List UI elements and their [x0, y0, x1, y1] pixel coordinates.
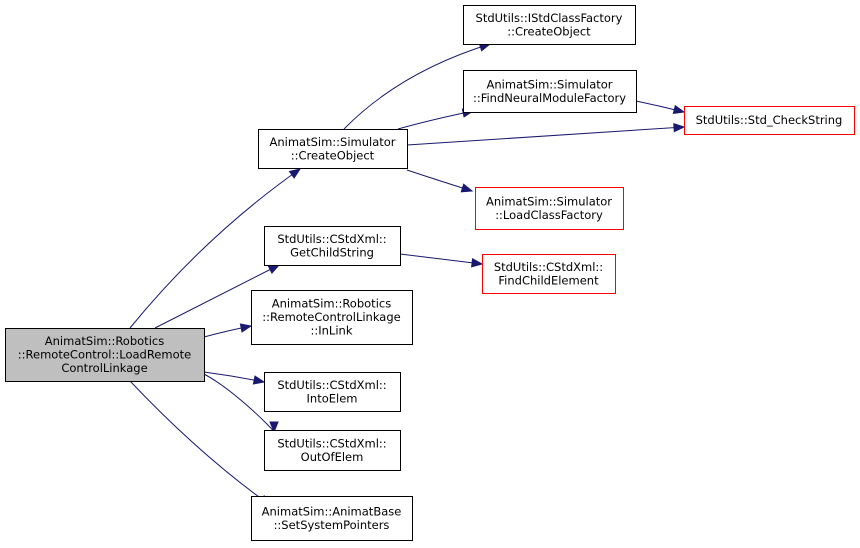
node-label-line: FindChildElement [498, 273, 599, 287]
node-std-checkstring[interactable]: StdUtils::Std_CheckString [684, 106, 855, 135]
node-label-line: AnimatSim::AnimatBase [262, 504, 402, 518]
node-box [463, 5, 636, 45]
edge-line [397, 110, 474, 130]
node-findneuralmodulefactory[interactable]: AnimatSim::Simulator::FindNeuralModuleFa… [463, 70, 637, 113]
arrowhead-icon [269, 421, 279, 434]
edge-simulator_createobject-to-std_checkstring [406, 122, 686, 146]
node-box [264, 430, 401, 471]
node-box [463, 70, 637, 113]
arrowhead-icon [239, 323, 253, 333]
node-box [264, 226, 401, 266]
node-label-line: AnimatSim::Robotics [45, 334, 164, 348]
node-label-line: ::RemoteControl::LoadRemote [18, 348, 191, 362]
node-label-line: AnimatSim::Simulator [486, 194, 612, 208]
node-label-line: AnimatSim::Robotics [272, 297, 391, 311]
node-setsystempointers[interactable]: AnimatSim::AnimatBase::SetSystemPointers [251, 496, 413, 541]
node-label-line: StdUtils::CStdXml:: [277, 378, 386, 392]
node-outofelem[interactable]: StdUtils::CStdXml::OutOfElem [264, 430, 401, 471]
node-box [5, 328, 205, 382]
node-label-line: StdUtils::Std_CheckString [696, 113, 843, 127]
node-label-line: ::CreateObject [291, 148, 375, 162]
node-simulator-createobject[interactable]: AnimatSim::Simulator::CreateObject [258, 129, 408, 169]
node-getchildstring[interactable]: StdUtils::CStdXml::GetChildString [264, 226, 401, 266]
node-label-line: ControlLinkage [61, 361, 147, 375]
edge-getchildstring-to-findchildelement [399, 253, 484, 268]
node-label-line: ::FindNeuralModuleFactory [473, 91, 626, 105]
edge-root-to-setsystempointers [129, 380, 272, 506]
arrowhead-icon [288, 168, 302, 179]
node-label-line: ::SetSystemPointers [274, 518, 390, 532]
arrowhead-icon [673, 122, 686, 133]
node-box [264, 372, 401, 412]
arrowhead-icon [267, 264, 281, 274]
node-intoelem[interactable]: StdUtils::CStdXml::IntoElem [264, 372, 401, 412]
node-loadclassfactory[interactable]: AnimatSim::Simulator::LoadClassFactory [475, 187, 624, 230]
node-label-line: StdUtils::CStdXml:: [277, 232, 386, 246]
edge-line [129, 168, 301, 329]
node-label-line: IntoElem [307, 391, 358, 405]
node-box [251, 290, 413, 345]
edge-root-to-simulator_createobject [129, 168, 302, 329]
node-inlink[interactable]: AnimatSim::Robotics::RemoteControlLinkag… [251, 290, 413, 345]
edge-line [406, 126, 685, 146]
edge-root-to-inlink [203, 323, 253, 338]
node-label-line: StdUtils::CStdXml:: [494, 260, 603, 274]
nodes-layer: AnimatSim::Robotics::RemoteControl::Load… [5, 5, 855, 541]
arrowhead-icon [252, 375, 266, 385]
node-label-line: ::RemoteControlLinkage [262, 310, 400, 324]
node-label-line: StdUtils::IStdClassFactory [476, 11, 623, 25]
node-box [251, 496, 413, 541]
node-label-line: AnimatSim::Simulator [486, 77, 612, 91]
node-label-line: ::CreateObject [507, 24, 591, 38]
node-label-line: ::LoadClassFactory [495, 208, 603, 222]
node-box [475, 187, 624, 230]
node-box [482, 254, 616, 294]
edge-line [129, 380, 271, 506]
edge-simulator_createobject-to-loadclassfactory [406, 169, 474, 193]
node-box [684, 106, 855, 135]
edge-line [399, 253, 483, 265]
edge-simulator_createobject-to-istdclassfactory_createobject [343, 42, 492, 130]
edge-simulator_createobject-to-findneuralmodulefactory [397, 108, 475, 130]
node-label-line: ::InLink [311, 324, 353, 338]
arrowhead-icon [471, 258, 484, 268]
node-box [258, 129, 408, 169]
node-label-line: GetChildString [290, 245, 374, 259]
edge-findneuralmodulefactory-to-std_checkstring [635, 100, 686, 115]
edge-line [154, 264, 280, 329]
node-label-line: AnimatSim::Simulator [269, 135, 395, 149]
node-findchildelement[interactable]: StdUtils::CStdXml::FindChildElement [482, 254, 616, 294]
node-label-line: StdUtils::CStdXml:: [277, 436, 386, 450]
edge-line [203, 373, 275, 433]
edge-root-to-intoelem [203, 371, 266, 385]
node-label-line: OutOfElem [301, 450, 364, 464]
arrowhead-icon [672, 104, 686, 115]
node-root[interactable]: AnimatSim::Robotics::RemoteControl::Load… [5, 328, 205, 382]
edge-line [343, 43, 491, 130]
node-istdclassfactory-createobject[interactable]: StdUtils::IStdClassFactory::CreateObject [463, 5, 636, 45]
arrowhead-icon [460, 183, 474, 193]
